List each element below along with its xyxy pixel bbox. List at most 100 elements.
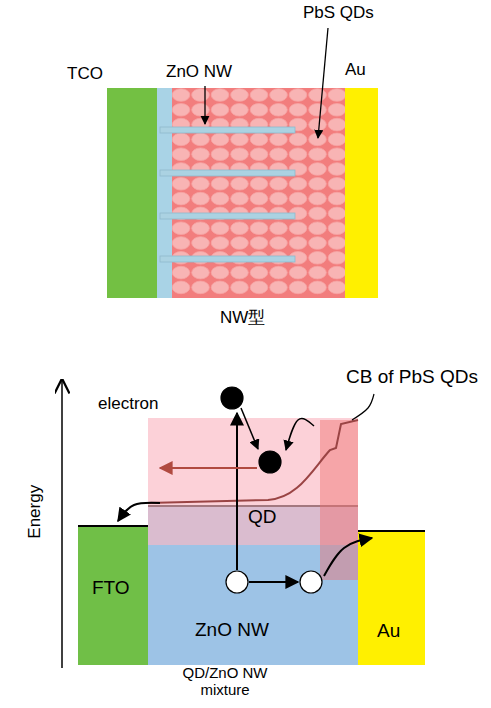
carrier-label: electron [98,394,158,414]
quantum-dot [309,237,327,250]
quantum-dot [192,237,210,250]
quantum-dot [231,104,249,117]
excitation-arrow [236,413,238,570]
quantum-dot [172,104,190,117]
quantum-dot [270,192,288,205]
node-label: ZnO NW [195,619,269,641]
quantum-dot [270,266,288,279]
quantum-dot [172,266,190,279]
quantum-dot [192,222,210,235]
quantum-dot [192,192,210,205]
quantum-dot [231,133,249,146]
quantum-dot [289,133,307,146]
quantum-dot [328,89,346,102]
node-label: Au [377,620,400,642]
zno-seed-layer [157,88,172,298]
part-label: PbS QDs [303,3,374,23]
quantum-dot [309,89,327,102]
quantum-dot [231,266,249,279]
quantum-dot [309,192,327,205]
quantum-dot [270,133,288,146]
quantum-dot [250,133,268,146]
electron-dot [259,451,281,473]
cb-curve [148,420,358,503]
quantum-dot [172,237,190,250]
quantum-dot [289,192,307,205]
quantum-dot [328,266,346,279]
quantum-dot [250,192,268,205]
quantum-dot [172,133,190,146]
zno-nanowire [160,170,295,176]
quantum-dot [289,104,307,117]
quantum-dot [192,281,210,294]
quantum-dot [309,266,327,279]
part-label: ZnO NW [166,62,232,82]
quantum-dot [250,222,268,235]
quantum-dot [270,89,288,102]
quantum-dot [328,207,346,220]
quantum-dot [270,178,288,191]
transport-arrow [160,467,257,469]
quantum-dot [309,207,327,220]
quantum-dot [328,281,346,294]
leader-arrow [318,28,328,138]
quantum-dot [328,222,346,235]
zno-nanowire [160,127,295,133]
quantum-dot [289,266,307,279]
quantum-dot [211,237,229,250]
quantum-dot [309,222,327,235]
quantum-dot [211,178,229,191]
quantum-dot [172,222,190,235]
quantum-dot [289,178,307,191]
quantum-dot [309,281,327,294]
figure-caption: NW型 [220,308,265,328]
quantum-dot [328,148,346,161]
quantum-dot [192,148,210,161]
quantum-dot [211,266,229,279]
quantum-dot [172,192,190,205]
quantum-dot [211,89,229,102]
quantum-dot [289,281,307,294]
band-label: CB of PbS QDs [346,366,478,388]
quantum-dot [250,89,268,102]
quantum-dot [270,148,288,161]
quantum-dot [328,192,346,205]
au-band: Au [358,530,425,665]
node-label: QD [248,506,277,528]
quantum-dot [328,237,346,250]
quantum-dot [270,104,288,117]
quantum-dot [192,133,210,146]
hole-dot [226,571,248,593]
zno-nanowire [160,213,295,219]
quantum-dot [211,281,229,294]
quantum-dot [231,192,249,205]
quantum-dot [172,281,190,294]
quantum-dot [172,148,190,161]
qd-interface-band [320,420,358,580]
relaxation-arrow [286,419,314,450]
quantum-dot [309,104,327,117]
quantum-dot [309,251,327,264]
quantum-dot [270,222,288,235]
quantum-dot [231,89,249,102]
quantum-dot [250,266,268,279]
quantum-dot [289,222,307,235]
quantum-dot [328,118,346,131]
quantum-dot [211,148,229,161]
relaxation-arrow [241,408,258,449]
quantum-dot [270,281,288,294]
zno-nanowire [160,256,295,262]
quantum-dot [231,281,249,294]
quantum-dot [231,237,249,250]
quantum-dot [211,104,229,117]
tco-layer: TCO [107,88,157,298]
quantum-dot [289,148,307,161]
quantum-dot [192,178,210,191]
electron-dot [221,387,243,409]
quantum-dot [328,163,346,176]
leader-arrow [204,86,205,124]
hole-arrow [249,581,298,583]
node-label: TCO [67,64,103,84]
